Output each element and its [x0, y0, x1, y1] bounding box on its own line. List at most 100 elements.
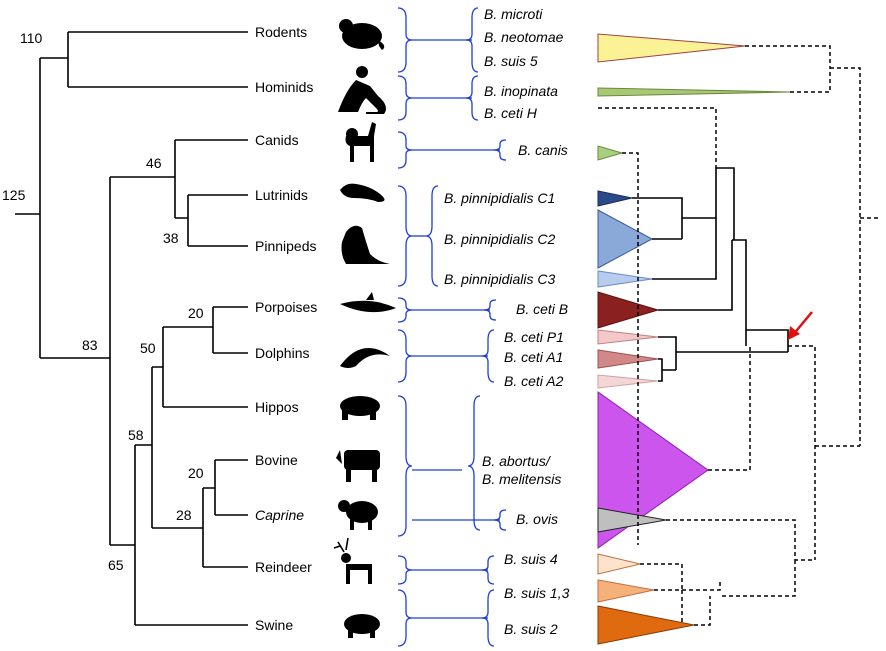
- porpoise-silhouette-icon: [340, 292, 396, 313]
- red-arrow-icon: [788, 311, 813, 340]
- clade-triangle-ovis: [597, 507, 667, 533]
- bracket-porpoises: [397, 297, 413, 323]
- host-label-hippos: Hippos: [255, 399, 299, 415]
- brucella-label: B. ovis: [516, 511, 558, 527]
- clade-triangle-canis: [597, 145, 624, 161]
- pathogen-bracket-pinnipedialis: [425, 185, 439, 287]
- pathogen-bracket-suis: [481, 589, 495, 647]
- clade-triangle-ceti-b: [597, 291, 660, 329]
- brucella-label: B. suis 5: [484, 53, 538, 69]
- brucella-label: B. inopinata: [484, 83, 558, 99]
- pathogen-bracket-rodents: [465, 7, 479, 73]
- host-label-swine: Swine: [255, 617, 293, 633]
- bootstrap-label: 50: [140, 340, 156, 356]
- pathogen-tree-abortus: [708, 346, 751, 471]
- tree-canid-group: [110, 139, 248, 247]
- clade-triangle-ceti-a2: [597, 374, 659, 389]
- bracket-rodents: [397, 7, 413, 73]
- reindeer-silhouette-icon: [333, 537, 372, 584]
- clade-triangle-suis2: [597, 605, 695, 645]
- pathogen-tree-c3: [652, 218, 717, 280]
- host-label-canids: Canids: [255, 132, 299, 148]
- brucella-label: B. ceti B: [516, 301, 568, 317]
- pathogen-tree-solid: [632, 167, 789, 382]
- pathogen-tree-canis: [622, 152, 639, 545]
- clade-triangle-inopinata: [597, 87, 791, 97]
- pathogen-tree-cetiB: [658, 239, 747, 346]
- pathogen-tree-suis: [640, 563, 721, 626]
- pathogen-bracket-ceti: [481, 329, 495, 383]
- brucella-labels: B. microti B. neotomae B. suis 5 B. inop…: [444, 6, 570, 637]
- pig-silhouette-icon: [344, 614, 380, 638]
- brucella-label: B. ceti A2: [504, 373, 564, 389]
- clade-triangle-pinnipedialis-c2: [597, 209, 654, 269]
- rodent-silhouette-icon: [339, 19, 385, 50]
- bootstrap-label: 28: [176, 507, 192, 523]
- pathogen-tree-pinnipeds: [632, 167, 735, 240]
- bootstrap-label: 110: [20, 30, 43, 46]
- brucella-label: B. melitensis: [482, 471, 561, 487]
- bracket-reindeer: [397, 555, 413, 585]
- clade-triangle-pinnipedialis-c3: [597, 270, 653, 288]
- dog-silhouette-icon: [345, 122, 376, 162]
- sheep-silhouette-icon: [338, 500, 378, 530]
- host-label-porpoises: Porpoises: [255, 299, 317, 315]
- tree-rodent-hominid: [40, 31, 248, 88]
- bracket-hippo-bovine: [397, 395, 413, 537]
- otter-silhouette-icon: [340, 183, 385, 202]
- bracket-swine: [397, 589, 413, 647]
- pathogen-bracket-abortus: [467, 395, 481, 531]
- pathogen-tree-cetiH: [598, 107, 717, 168]
- tree-node-83: [40, 177, 111, 545]
- pathogen-bracket-hominids: [465, 75, 479, 121]
- bootstrap-label: 58: [128, 427, 144, 443]
- seal-silhouette-icon: [341, 225, 390, 264]
- bootstrap-label: 46: [146, 155, 162, 171]
- bracket-hominids: [397, 75, 413, 121]
- bootstrap-label: 83: [82, 337, 98, 353]
- pathogen-tree-rodents: [745, 45, 861, 446]
- brucella-label: B. abortus/: [482, 453, 552, 469]
- clade-triangle-suis4: [597, 553, 641, 575]
- brucella-label: B. canis: [518, 142, 568, 158]
- human-silhouette-icon: [338, 66, 386, 114]
- association-brackets: [397, 7, 507, 647]
- hippo-silhouette-icon: [340, 396, 380, 420]
- brucella-label: B. suis 4: [504, 551, 558, 567]
- host-labels: Rodents Hominids Canids Lutrinids Pinnip…: [255, 24, 317, 633]
- bootstrap-label: 38: [163, 230, 179, 246]
- brucella-label: B. suis 1,3: [504, 585, 570, 601]
- pathogen-tree-dashed: [598, 45, 878, 626]
- clade-triangle-abortus-melitensis: [597, 391, 709, 549]
- pathogen-bracket-canis: [493, 139, 507, 161]
- pathogen-bracket-suis4: [481, 555, 495, 585]
- brucella-label: B. ceti H: [484, 105, 538, 121]
- brucella-label: B. pinnipidialis C1: [444, 190, 555, 206]
- bootstrap-label: 65: [108, 557, 124, 573]
- brucella-label: B. ceti A1: [504, 349, 563, 365]
- dolphin-silhouette-icon: [340, 348, 390, 368]
- host-label-lutrinids: Lutrinids: [255, 187, 308, 203]
- host-label-dolphins: Dolphins: [255, 345, 309, 361]
- brucella-label: B. microti: [484, 6, 543, 22]
- bootstrap-label: 125: [2, 187, 26, 203]
- clade-triangle-suis5: [597, 33, 746, 63]
- clade-triangles: [597, 33, 791, 645]
- pathogen-tree-main: [788, 345, 860, 560]
- clade-triangle-suis13: [597, 579, 655, 603]
- host-label-reindeer: Reindeer: [255, 559, 312, 575]
- host-label-caprine: Caprine: [255, 507, 304, 523]
- clade-triangle-pinnipedialis-c1: [597, 190, 633, 207]
- animal-silhouettes: [333, 19, 396, 638]
- pathogen-tree-ovis: [666, 519, 815, 597]
- host-label-bovine: Bovine: [255, 452, 298, 468]
- bracket-pinnipeds: [397, 185, 413, 287]
- tree-cetacean-group: [135, 306, 248, 528]
- tree-node-65: [110, 445, 248, 626]
- brucella-label: B. pinnipidialis C2: [444, 231, 555, 247]
- host-label-pinnipeds: Pinnipeds: [255, 238, 317, 254]
- bootstrap-label: 20: [188, 465, 204, 481]
- host-label-hominids: Hominids: [255, 79, 313, 95]
- pathogen-bracket-ovis: [493, 509, 507, 531]
